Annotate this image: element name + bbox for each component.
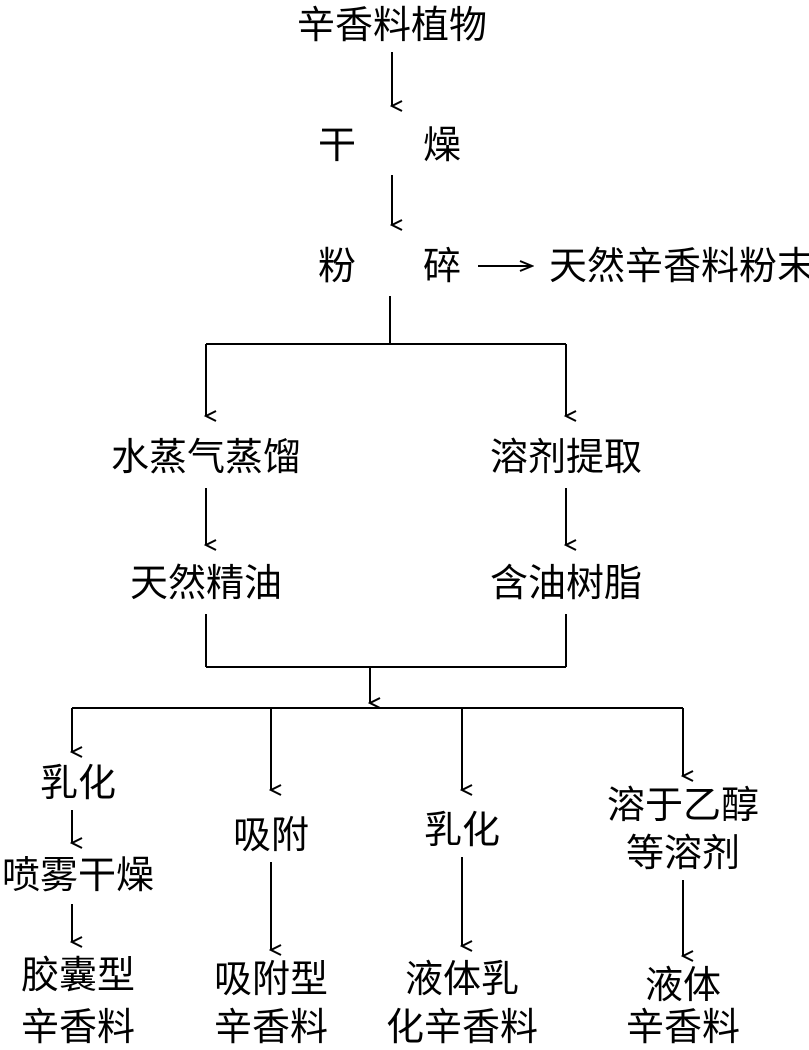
node-capsule-line1: 胶囊型 [20, 953, 136, 997]
node-capsule-line2: 辛香料 [20, 1005, 136, 1049]
node-powder: 天然辛香料粉末 [549, 244, 809, 288]
node-liquid-line2: 辛香料 [625, 1005, 741, 1049]
node-crush-left: 粉 [318, 244, 357, 288]
node-liquid-emulsion-line2: 化辛香料 [385, 1005, 539, 1049]
node-dissolve-line2: 等溶剂 [625, 831, 741, 875]
node-adsorb: 吸附 [232, 813, 310, 857]
node-crush-right: 碎 [423, 244, 462, 288]
node-oleoresin: 含油树脂 [489, 561, 643, 605]
node-liquid-line1: 液体 [644, 963, 722, 1007]
node-adsorb-product-line2: 辛香料 [213, 1005, 329, 1049]
node-essential-oil: 天然精油 [129, 561, 283, 605]
node-plant: 辛香料植物 [296, 3, 488, 47]
node-dissolve-line1: 溶于乙醇 [606, 783, 760, 827]
node-steam-distillation: 水蒸气蒸馏 [110, 435, 302, 479]
node-emulsify-1: 乳化 [39, 761, 117, 805]
node-solvent-extraction: 溶剂提取 [489, 435, 643, 479]
node-liquid-emulsion-line1: 液体乳 [404, 957, 520, 1001]
node-adsorb-product-line1: 吸附型 [213, 957, 329, 1001]
node-spray-dry: 喷雾干燥 [1, 853, 155, 897]
node-emulsify-2: 乳化 [423, 808, 501, 852]
node-dry-right: 燥 [423, 123, 462, 167]
node-dry-left: 干 [318, 123, 357, 167]
